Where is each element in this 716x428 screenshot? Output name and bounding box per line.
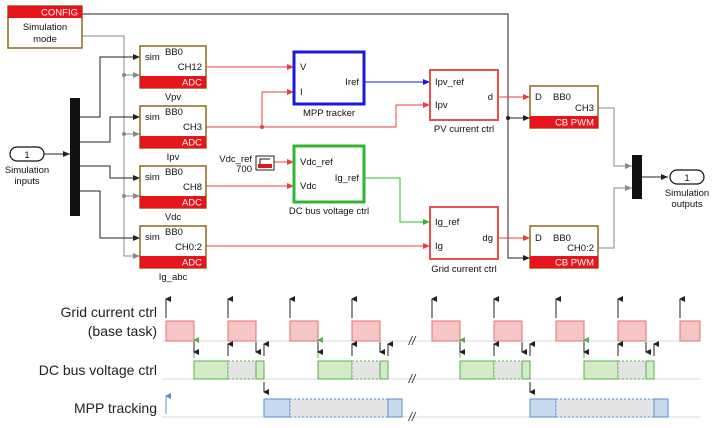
vdc-ref-name: Vdc_ref (219, 154, 252, 165)
pwm-board-label: BB0 (553, 233, 571, 244)
outport-simulation-outputs[interactable]: 1 Simulation outputs (665, 169, 709, 210)
adc-channel-label: CH8 (183, 182, 202, 193)
timing-diagram: Grid current ctrl (base task) DC bus vol… (39, 296, 701, 424)
adc-footer-label: ADC (182, 78, 202, 89)
adc-caption: Ig_abc (159, 272, 188, 283)
adc-block-ipv[interactable]: sim BB0 CH3 ADC Ipv (139, 105, 207, 163)
timing-break-row2: // (408, 372, 417, 386)
pwm-channel-label: CH0:2 (567, 243, 594, 254)
vdc-ref-value: 700 (236, 164, 252, 175)
adc-board-label: BB0 (165, 47, 183, 58)
pwm-d-label: D (535, 233, 542, 244)
adc-block-ig-abc[interactable]: sim BB0 CH0:2 ADC Ig_abc (139, 225, 207, 283)
outport-label-line1: Simulation (665, 188, 709, 199)
row1-ticks (165, 296, 685, 318)
adc-sim-label: sim (145, 112, 160, 123)
adc-caption: Ipv (167, 152, 180, 163)
dc-out-ig-ref: Ig_ref (335, 173, 360, 184)
pv-in-ipv: Ipv (435, 100, 448, 111)
pv-out-d: d (488, 92, 493, 103)
pwm-board-label: BB0 (553, 92, 571, 103)
pwm-block-ch3[interactable]: D BB0 CH3 CB PWM (529, 85, 599, 129)
adc-sim-label: sim (145, 232, 160, 243)
dc-in-vdc: Vdc (300, 181, 317, 192)
dc-bus-voltage-ctrl-block[interactable]: Vdc_ref Vdc Ig_ref DC bus voltage ctrl (289, 144, 369, 217)
grid-caption: Grid current ctrl (431, 264, 496, 275)
inport-label-line1: Simulation (5, 165, 49, 176)
pv-current-ctrl-block[interactable]: Ipv_ref Ipv d PV current ctrl (429, 69, 499, 135)
adc-footer-label: ADC (182, 258, 202, 269)
pv-in-ipv-ref: Ipv_ref (435, 77, 464, 88)
mppt-out-iref: Iref (345, 77, 359, 88)
adc-footer-label: ADC (182, 198, 202, 209)
grid-current-ctrl-block[interactable]: Ig_ref Ig dg Grid current ctrl (429, 206, 499, 275)
adc-block-vdc[interactable]: sim BB0 CH8 ADC Vdc (139, 165, 207, 223)
mppt-in-v: V (300, 62, 307, 73)
adc-board-label: BB0 (165, 227, 183, 238)
timing-row2-label: DC bus voltage ctrl (39, 362, 157, 378)
pwm-channel-label: CH3 (575, 103, 594, 114)
outport-label-line2: outputs (671, 199, 702, 210)
vdc-ref-constant[interactable]: Vdc_ref 700 (219, 154, 275, 175)
pwm-footer-label: CB PWM (555, 258, 594, 269)
row2-ticks (193, 337, 659, 358)
row1-pulses (165, 320, 701, 342)
adc-channel-label: CH0:2 (175, 242, 202, 253)
mppt-in-i: I (300, 87, 303, 98)
pwm-d-label: D (535, 92, 542, 103)
adc-channel-label: CH12 (178, 62, 202, 73)
adc-block-vpv[interactable]: sim BB0 CH12 ADC Vpv (139, 45, 207, 103)
config-label-line2: mode (33, 34, 57, 45)
wires (44, 13, 668, 261)
adc-board-label: BB0 (165, 167, 183, 178)
pwm-block-ch0-2[interactable]: D BB0 CH0:2 CB PWM (529, 225, 599, 269)
row3-ticks (165, 382, 535, 414)
grid-in-ig-ref: Ig_ref (435, 217, 460, 228)
adc-caption: Vpv (165, 92, 182, 103)
inport-label-line2: inputs (14, 176, 40, 187)
pwm-footer-label: CB PWM (555, 118, 594, 129)
adc-sim-label: sim (145, 172, 160, 183)
timing-row1-label-line2: (base task) (88, 323, 157, 339)
dc-in-vdc-ref: Vdc_ref (300, 157, 333, 168)
timing-break-row3: // (408, 410, 417, 424)
adc-channel-label: CH3 (183, 122, 202, 133)
outport-number: 1 (684, 173, 689, 184)
config-label-line1: Simulation (23, 22, 67, 33)
adc-footer-label: ADC (182, 138, 202, 149)
config-block[interactable]: CONFIG Simulation mode (7, 5, 83, 49)
timing-row1-label-line1: Grid current ctrl (61, 304, 157, 320)
mux-bar[interactable] (632, 155, 642, 199)
mpp-tracker-block[interactable]: V I Iref MPP tracker (292, 50, 366, 119)
timing-row3-label: MPP tracking (74, 400, 157, 416)
inport-number: 1 (24, 150, 29, 161)
grid-in-ig: Ig (435, 241, 443, 252)
dc-caption: DC bus voltage ctrl (289, 206, 369, 217)
adc-sim-label: sim (145, 52, 160, 63)
mppt-caption: MPP tracker (303, 108, 355, 119)
demux-bar[interactable] (70, 98, 80, 216)
inport-simulation-inputs[interactable]: 1 Simulation inputs (5, 146, 49, 187)
timing-break-row1: // (408, 334, 417, 348)
adc-caption: Vdc (165, 212, 182, 223)
grid-out-dg: dg (482, 233, 493, 244)
row2-pulses (193, 360, 655, 380)
row3-pulses (263, 398, 669, 418)
config-tag: CONFIG (41, 8, 78, 19)
adc-board-label: BB0 (165, 107, 183, 118)
pv-caption: PV current ctrl (434, 124, 494, 135)
